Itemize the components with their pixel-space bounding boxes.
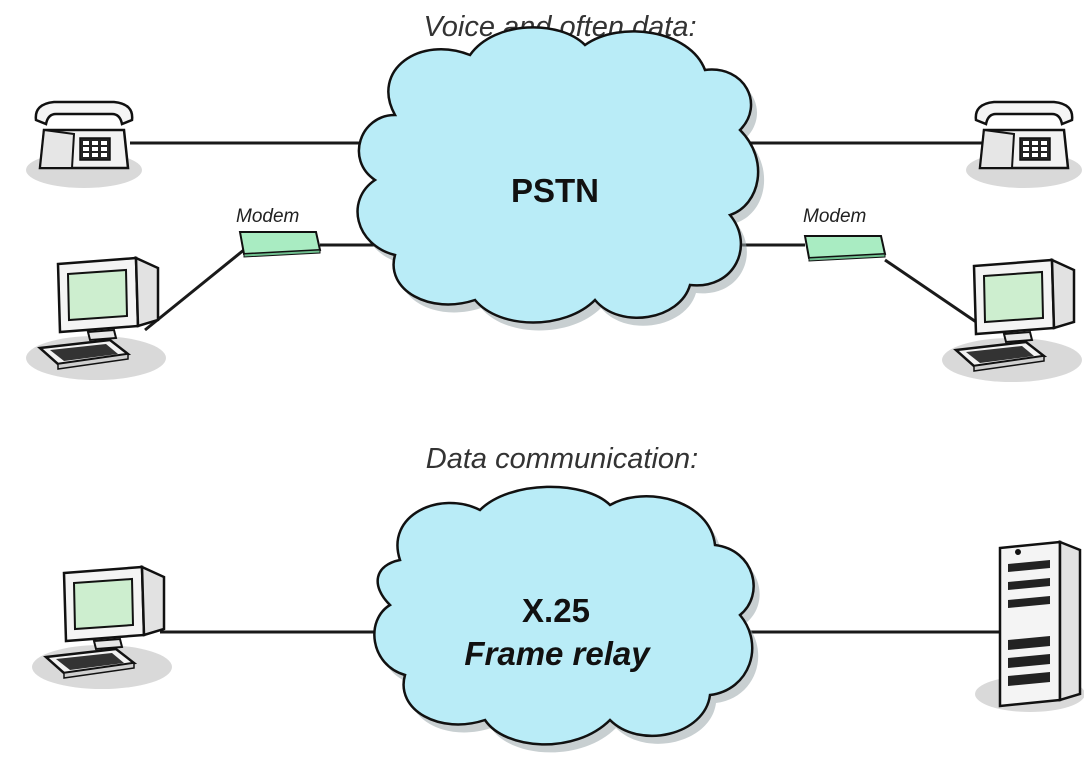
- x25-frame-relay-cloud: [373, 485, 760, 753]
- modem-label-left: Modem: [236, 206, 299, 227]
- computer-link-left: [144, 243, 251, 332]
- modem-label-right: Modem: [803, 206, 866, 227]
- server-icon: [973, 540, 1084, 714]
- computer-icon: [30, 565, 174, 691]
- telephone-icon: [964, 100, 1084, 190]
- telephone-icon: [24, 100, 144, 190]
- pstn-label: PSTN: [511, 172, 599, 209]
- x25-label: X.25: [522, 592, 590, 629]
- frame-relay-label: Frame relay: [464, 635, 651, 672]
- modem-icon: [804, 235, 886, 262]
- computer-icon: [940, 258, 1084, 384]
- computer-link-right: [884, 258, 986, 330]
- pstn-cloud: [356, 26, 765, 331]
- computer-icon: [24, 256, 168, 382]
- bottom-caption: Data communication:: [426, 443, 698, 475]
- modem-icon: [239, 231, 321, 258]
